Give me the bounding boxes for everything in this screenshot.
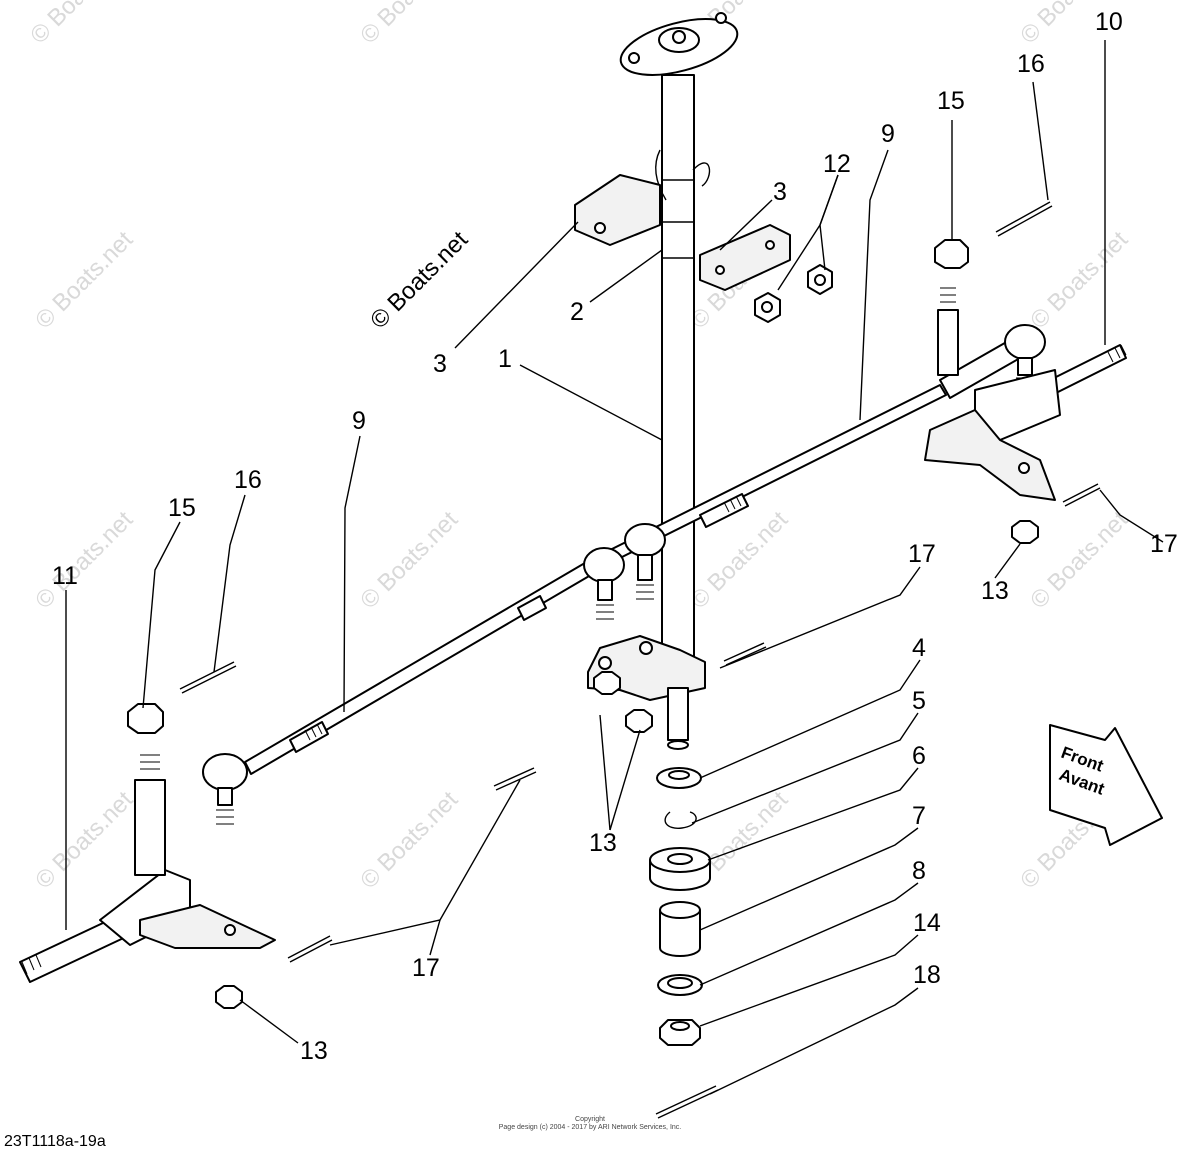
watermark: © Boats.net	[355, 786, 463, 894]
callout-16: 16	[234, 466, 262, 494]
callout-1: 1	[498, 345, 512, 373]
callout-6: 6	[912, 742, 926, 770]
callout-17: 17	[908, 540, 936, 568]
callout-9: 9	[352, 407, 366, 435]
watermark: © Boats.net	[1025, 226, 1133, 334]
callout-17: 17	[1150, 530, 1178, 558]
parts-stack	[649, 767, 711, 1046]
watermark: © Boats.net	[30, 226, 138, 334]
copyright-line-1: Copyright	[575, 1116, 605, 1123]
callout-13: 13	[300, 1037, 328, 1065]
watermark: © Boats.net	[30, 786, 138, 894]
callout-9: 9	[881, 120, 895, 148]
callout-10: 10	[1095, 8, 1123, 36]
callout-14: 14	[913, 909, 941, 937]
callout-13: 13	[589, 829, 617, 857]
callout-13: 13	[981, 577, 1009, 605]
callout-12: 12	[823, 150, 851, 178]
callout-17: 17	[412, 954, 440, 982]
watermark: © Boats.net	[25, 0, 133, 49]
watermark: © Boats.net	[30, 506, 138, 614]
watermark: © Boats.net	[355, 506, 463, 614]
leader-lines	[65, 40, 1164, 1095]
spindle-left	[19, 703, 276, 983]
cotter-pins	[179, 201, 1101, 1119]
callout-7: 7	[912, 802, 926, 830]
callout-15: 15	[168, 494, 196, 522]
callout-3: 3	[433, 350, 447, 378]
copyright-line-2: Page design (c) 2004 - 2017 by ARI Netwo…	[498, 1124, 682, 1131]
callout-18: 18	[913, 961, 941, 989]
tie-rod-left	[202, 547, 625, 825]
callout-15: 15	[937, 87, 965, 115]
callout-4: 4	[912, 634, 926, 662]
callout-5: 5	[912, 687, 926, 715]
clamp-right	[699, 224, 791, 291]
watermark: © Boats.net	[1025, 506, 1133, 614]
flange-nuts	[215, 520, 1039, 1009]
watermark: © Boats.net	[355, 0, 463, 49]
callout-8: 8	[912, 857, 926, 885]
callout-2: 2	[570, 298, 584, 326]
front-direction-arrow: Front Avant	[1049, 724, 1163, 846]
watermark: © Boats.net	[685, 506, 793, 614]
clamp-left	[574, 174, 661, 246]
callouts: 10 16 15 9 12 3 2 3 1 9 16 15 11 17 17 1…	[52, 8, 1178, 1065]
steering-column	[587, 12, 739, 750]
nut-pair-12	[754, 264, 833, 323]
copyright-notice: Copyright Page design (c) 2004 - 2017 by…	[440, 1116, 740, 1132]
callout-16: 16	[1017, 50, 1045, 78]
watermark-dark: © Boats.net	[365, 226, 473, 334]
spindle-right	[924, 239, 1127, 501]
figure-id: 23T1118a-19a	[4, 1133, 106, 1150]
callout-3: 3	[773, 178, 787, 206]
callout-11: 11	[52, 562, 78, 590]
